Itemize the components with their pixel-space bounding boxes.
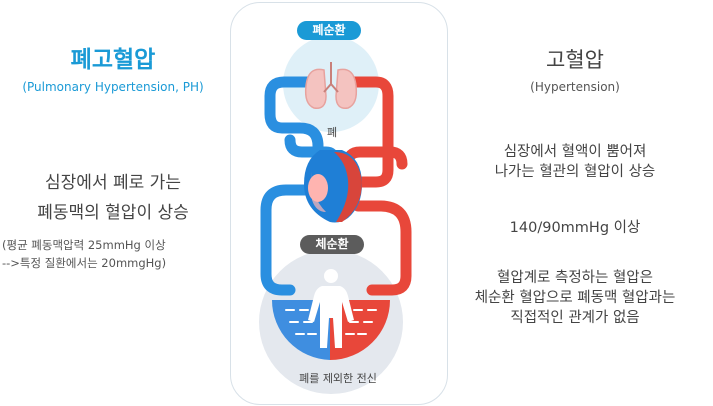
right-desc1-line-1: 심장에서 혈액이 뿜어져 [503, 144, 647, 160]
circulation-diagram [259, 36, 412, 394]
left-lung [304, 68, 327, 109]
flow-dashes [285, 309, 377, 335]
hypertension-threshold: 140/90mmHg 이상 [509, 220, 641, 236]
lung-label: 폐 [326, 126, 338, 139]
heart-highlight [311, 172, 326, 212]
left-note-line-2: -->특정 질환에서는 20mmgHg) [2, 256, 167, 270]
blood-pressure-note: 혈압계로 측정하는 혈압은 체순환 혈압으로 폐동맥 혈압과는 직접적인 관계가… [440, 268, 710, 328]
systemic-circulation-badge: 체순환 [300, 235, 364, 254]
pulmonary-hypertension-title: 폐고혈압 [70, 47, 156, 73]
whole-body-label: 폐를 제외한 전신 [299, 372, 377, 385]
aorta-vessel [352, 200, 412, 296]
trachea [323, 62, 339, 93]
hypertension-subtitle: (Hypertension) [530, 80, 620, 94]
pulmonary-artery-vessel [264, 76, 324, 156]
pulmonary-hypertension-subtitle: (Pulmonary Hypertension, PH) [22, 80, 204, 94]
pulmonary-vein-vessel [348, 76, 394, 188]
pulmonary-circulation-badge: 폐순환 [297, 21, 361, 40]
left-desc-line-2: 폐동맥의 혈압이 상승 [37, 203, 189, 223]
right-lung [335, 68, 358, 109]
heart-atrium [308, 174, 328, 202]
right-desc1-line-2: 나가는 혈관의 혈압이 상승 [494, 164, 656, 180]
hypertension-description: 심장에서 혈액이 뿜어져 나가는 혈관의 혈압이 상승 [440, 142, 710, 182]
human-body-icon [308, 269, 354, 348]
left-desc-line-1: 심장에서 폐로 가는 [45, 173, 181, 193]
left-note-line-1: (평균 폐동맥압력 25mmHg 이상 [2, 238, 166, 252]
heart-left-side [334, 152, 362, 222]
right-desc2-line-3: 직접적인 관계가 없음 [510, 310, 640, 326]
pulmonary-hypertension-description: 심장에서 폐로 가는 폐동맥의 혈압이 상승 [0, 168, 226, 228]
systemic-arterial-half [330, 300, 390, 360]
right-desc2-line-1: 혈압계로 측정하는 혈압은 [497, 270, 653, 286]
right-desc2-line-2: 체순환 혈압으로 폐동맥 혈압과는 [474, 290, 676, 306]
hypertension-title: 고혈압 [546, 48, 604, 72]
vena-cava-vessel [260, 184, 322, 296]
pulmonary-hypertension-note: (평균 폐동맥압력 25mmHg 이상 -->특정 질환에서는 20mmgHg) [2, 236, 166, 272]
